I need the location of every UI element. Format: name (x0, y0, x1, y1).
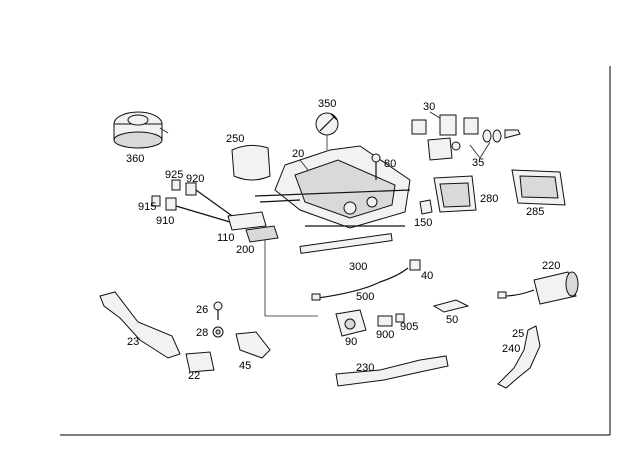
label-40: 40 (421, 270, 433, 282)
label-22: 22 (188, 370, 200, 382)
label-905: 905 (400, 321, 418, 333)
label-28: 28 (196, 327, 208, 339)
label-90: 90 (345, 336, 357, 348)
label-35: 35 (472, 157, 484, 169)
label-285: 285 (526, 206, 544, 218)
part-360-motor (113, 111, 169, 149)
part-300-rod (299, 233, 393, 254)
label-915: 915 (138, 201, 156, 213)
part-80-bolt (371, 153, 381, 180)
label-50: 50 (446, 314, 458, 326)
label-30: 30 (423, 101, 435, 113)
part-350-wrench (315, 112, 339, 150)
part-900-905-parts (377, 313, 405, 327)
label-20: 20 (292, 148, 304, 160)
part-110-control-unit (227, 211, 267, 231)
label-920: 920 (186, 173, 204, 185)
label-45: 45 (239, 360, 251, 372)
part-230-rail (335, 355, 449, 387)
label-220: 220 (542, 260, 560, 272)
label-150: 150 (414, 217, 432, 229)
label-110: 110 (217, 232, 235, 244)
part-23-rail (99, 291, 181, 359)
label-200: 200 (236, 244, 254, 256)
part-26-bolt (213, 301, 223, 320)
label-350: 350 (318, 98, 336, 110)
part-45-bracket (235, 331, 271, 359)
part-150-clip (419, 199, 433, 215)
label-300: 300 (349, 261, 367, 273)
label-240: 240 (502, 343, 520, 355)
label-25: 25 (512, 328, 524, 340)
part-500-cable (311, 267, 409, 301)
part-40-connector (409, 259, 421, 271)
label-910: 910 (156, 215, 174, 227)
part-285-module (511, 169, 566, 206)
part-22-block (185, 351, 215, 373)
part-925-920-915-910-connectors (151, 179, 236, 223)
label-280: 280 (480, 193, 498, 205)
label-80: 80 (384, 158, 396, 170)
part-200-switch (245, 225, 318, 317)
label-250: 250 (226, 133, 244, 145)
label-500: 500 (356, 291, 374, 303)
part-28-nut (212, 326, 224, 338)
part-25-240-arm (497, 325, 541, 389)
label-26: 26 (196, 304, 208, 316)
part-35-rings (469, 129, 521, 159)
label-360: 360 (126, 153, 144, 165)
part-220-motor (497, 271, 579, 305)
label-230: 230 (356, 362, 374, 374)
part-50-bracket (432, 299, 470, 313)
part-90-motor (335, 309, 367, 337)
label-900: 900 (376, 329, 394, 341)
part-30-brackets (411, 111, 479, 161)
part-280-module (433, 175, 477, 213)
label-23: 23 (127, 336, 139, 348)
part-250-cushion (231, 144, 271, 181)
label-925: 925 (165, 169, 183, 181)
